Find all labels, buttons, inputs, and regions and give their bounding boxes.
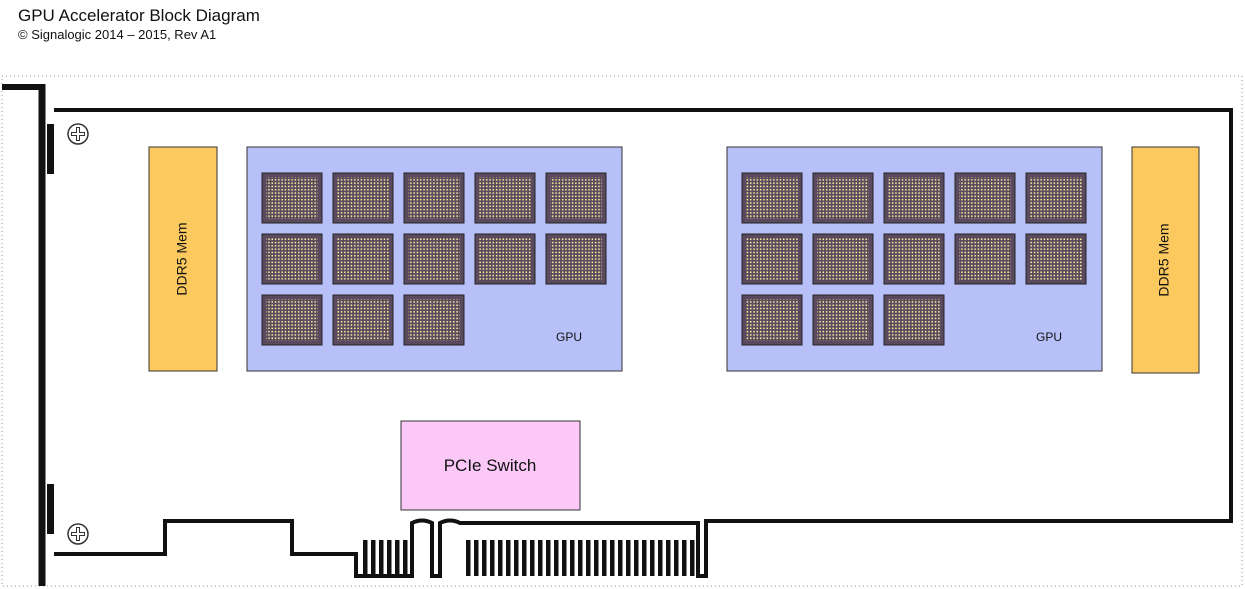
connector-finger [514,540,519,576]
diagram-title: GPU Accelerator Block Diagram [18,6,260,25]
gpu-left-core-tile-grid [266,299,318,341]
diagram-header: GPU Accelerator Block Diagram © Signalog… [18,6,260,43]
connector-finger [498,540,503,576]
ddr5-memory-right-label: DDR5 Mem [1156,223,1172,296]
connector-finger [387,540,392,576]
screw-hole-bottom-icon [67,523,89,545]
connector-finger [506,540,511,576]
connector-finger [490,540,495,576]
gpu-left-core-tile-grid [408,299,460,341]
gpu-right-core-tile-grid [888,299,940,341]
connector-finger [578,540,583,576]
connector-finger [530,540,535,576]
mounting-bracket [2,84,54,586]
ddr5-memory-right: DDR5 Mem [1131,146,1200,374]
gpu-left-core-tile-grid [408,177,460,219]
gpu-left-core-tile-grid [479,177,531,219]
connector-finger [403,540,408,576]
gpu-left-core-tile-grid [479,238,531,280]
connector-finger [482,540,487,576]
connector-finger [690,540,695,576]
edge-connector-fingers-b [466,540,695,576]
edge-connector-fingers-a [363,540,408,576]
gpu-right-core-tile-grid [888,238,940,280]
connector-finger [371,540,376,576]
gpu-left-core-tile-grid [337,238,389,280]
connector-finger [466,540,471,576]
connector-finger [474,540,479,576]
gpu-right-cores [741,172,1087,346]
screw-hole-top-icon [67,123,89,145]
gpu-right-core-tile-grid [746,299,798,341]
ddr5-memory-left-label: DDR5 Mem [174,222,190,295]
gpu-left-core-tile-grid [550,177,602,219]
connector-finger [626,540,631,576]
gpu-right-core-tile-grid [959,238,1011,280]
connector-finger [594,540,599,576]
pcie-switch-label: PCIe Switch [444,456,537,475]
gpu-right-core-tile-grid [959,177,1011,219]
gpu-left-core-tile-grid [408,238,460,280]
connector-finger [658,540,663,576]
connector-finger [618,540,623,576]
gpu-left-core-tile-grid [266,238,318,280]
connector-finger [522,540,527,576]
connector-finger [562,540,567,576]
gpu-right-core-tile-grid [1030,238,1082,280]
connector-finger [546,540,551,576]
gpu-right-core-tile-grid [1030,177,1082,219]
gpu-left-core-tile-grid [550,238,602,280]
gpu-right-label: GPU [1036,330,1062,344]
ddr5-memory-left: DDR5 Mem [148,146,218,372]
gpu-right-core-tile-grid [746,238,798,280]
connector-finger [674,540,679,576]
gpu-left-core-tile-grid [337,177,389,219]
connector-finger [682,540,687,576]
connector-finger [666,540,671,576]
gpu-right-core-tile-grid [746,177,798,219]
connector-finger [610,540,615,576]
connector-finger [650,540,655,576]
connector-finger [586,540,591,576]
connector-finger [538,540,543,576]
connector-finger [363,540,368,576]
connector-finger [395,540,400,576]
connector-finger [602,540,607,576]
gpu-right: GPU [726,146,1103,372]
diagram-subtitle: © Signalogic 2014 – 2015, Rev A1 [18,27,217,42]
pcie-switch: PCIe Switch [400,420,581,511]
gpu-right-core-tile-grid [817,238,869,280]
connector-finger [570,540,575,576]
gpu-left-core-tile-grid [266,177,318,219]
gpu-left-label: GPU [556,330,582,344]
gpu-left-cores [261,172,607,346]
gpu-left: GPU [246,146,623,372]
connector-finger [379,540,384,576]
gpu-right-core-tile-grid [817,177,869,219]
gpu-left-core-tile-grid [337,299,389,341]
connector-finger [634,540,639,576]
connector-finger [554,540,559,576]
gpu-right-core-tile-grid [888,177,940,219]
gpu-right-core-tile-grid [817,299,869,341]
connector-finger [642,540,647,576]
canvas-border [1,75,1243,587]
